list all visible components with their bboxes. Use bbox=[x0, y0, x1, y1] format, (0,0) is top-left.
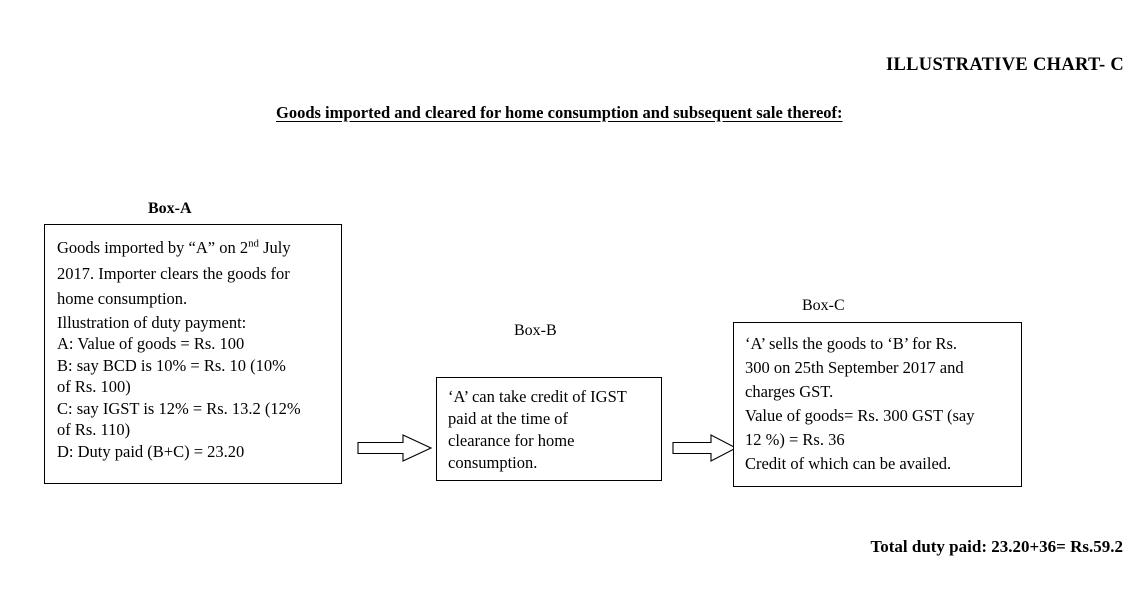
box-a-line-1-tail: July bbox=[258, 238, 291, 257]
box-a-line-9: of Rs. 110) bbox=[57, 420, 131, 439]
box-a-line-7: of Rs. 100) bbox=[57, 377, 131, 396]
box-c-body: ‘A’ sells the goods to ‘B’ for Rs. 300 o… bbox=[734, 323, 1021, 476]
box-c-line-3: charges GST. bbox=[745, 382, 834, 401]
box-c-label: Box-C bbox=[802, 297, 845, 314]
box-c-line-6: Credit of which can be availed. bbox=[745, 454, 952, 473]
box-a-line-3: home consumption. bbox=[57, 289, 188, 308]
box-c-line-1: ‘A’ sells the goods to ‘B’ for Rs. bbox=[745, 334, 958, 353]
box-b: ‘A’ can take credit of IGST paid at the … bbox=[436, 377, 662, 481]
box-a-line-6: B: say BCD is 10% = Rs. 10 (10% bbox=[57, 355, 286, 375]
box-b-line-4: consumption. bbox=[448, 453, 538, 472]
total-duty-paid: Total duty paid: 23.20+36= Rs.59.2 bbox=[870, 537, 1123, 556]
box-a-line-5: A: Value of goods = Rs. 100 bbox=[57, 334, 245, 353]
box-a-line-4: Illustration of duty payment: bbox=[57, 312, 247, 332]
arrow-box-a-to-box-b bbox=[357, 433, 433, 463]
page-title: ILLUSTRATIVE CHART- C bbox=[886, 55, 1124, 75]
right-arrow-icon bbox=[672, 434, 738, 462]
box-a-line-1-text: Goods imported by “A” on 2 bbox=[57, 238, 249, 257]
right-arrow-icon bbox=[357, 434, 433, 462]
box-a-ordinal-suffix: nd bbox=[248, 237, 259, 250]
box-a-line-8: C: say IGST is 12% = Rs. 13.2 (12% bbox=[57, 398, 301, 418]
box-c: ‘A’ sells the goods to ‘B’ for Rs. 300 o… bbox=[733, 322, 1022, 487]
box-b-line-3: clearance for home bbox=[448, 431, 575, 450]
box-a-body: Goods imported by “A” on 2nd July 2017. … bbox=[45, 225, 341, 462]
box-a-line-1: Goods imported by “A” on 2nd July bbox=[57, 235, 341, 261]
box-b-line-1: ‘A’ can take credit of IGST bbox=[448, 387, 627, 406]
box-a-label: Box-A bbox=[148, 200, 192, 217]
box-a-line-10: D: Duty paid (B+C) = 23.20 bbox=[57, 441, 245, 461]
box-a-line-2: 2017. Importer clears the goods for bbox=[57, 263, 290, 283]
box-c-line-2: 300 on 25th September 2017 and bbox=[745, 358, 964, 377]
box-b-body: ‘A’ can take credit of IGST paid at the … bbox=[437, 378, 661, 474]
box-a: Goods imported by “A” on 2nd July 2017. … bbox=[44, 224, 342, 484]
box-b-line-2: paid at the time of bbox=[448, 409, 569, 428]
arrow-box-b-to-box-c bbox=[672, 433, 738, 463]
box-b-label: Box-B bbox=[514, 322, 557, 339]
box-c-line-5: 12 %) = Rs. 36 bbox=[745, 430, 845, 449]
box-c-line-4: Value of goods= Rs. 300 GST (say bbox=[745, 406, 975, 425]
chart-subtitle: Goods imported and cleared for home cons… bbox=[276, 103, 843, 122]
